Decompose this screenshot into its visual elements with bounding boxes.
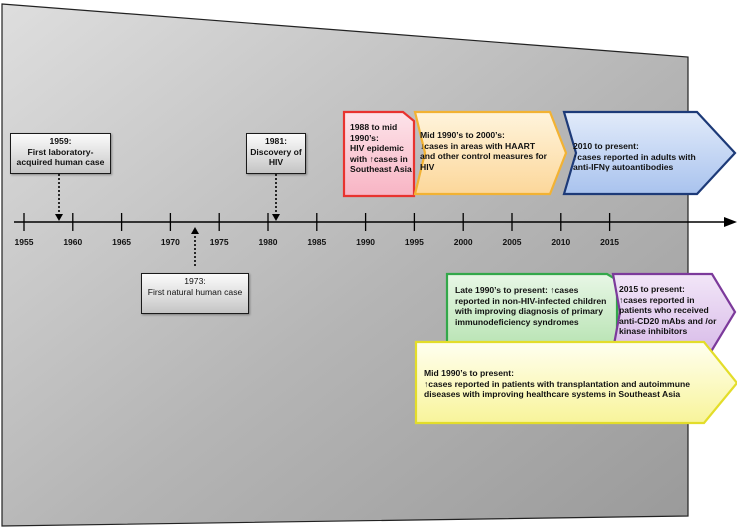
- marker-first-natural-case-text: First natural human case: [147, 286, 243, 297]
- marker-first-natural-case: 1973: First natural human case: [141, 273, 249, 314]
- tick-label: 1995: [404, 237, 424, 247]
- period-non-hiv-children: Late 1990’s to present: ↑cases reported …: [455, 285, 615, 327]
- period-anti-ifn: 2010 to present: ↑cases reported in adul…: [573, 141, 713, 173]
- period-hiv-epidemic-body: HIV epidemic with ↑cases in Southeast As…: [350, 143, 412, 175]
- period-transplant-body: ↑cases reported in patients with transpl…: [424, 378, 690, 400]
- period-hiv-epidemic: 1988 to mid 1990’s: HIV epidemic with ↑c…: [350, 122, 412, 175]
- period-transplant-heading: Mid 1990’s to present:: [424, 368, 514, 378]
- period-haart-heading: Mid 1990’s to 2000’s:: [420, 130, 505, 140]
- period-hiv-epidemic-shape: [342, 110, 416, 198]
- marker-discovery-hiv-text: Discovery of HIV: [250, 146, 302, 168]
- period-transplant-shape: [414, 340, 737, 425]
- tick-label: 1985: [307, 237, 327, 247]
- period-anti-ifn-body: ↑cases reported in adults with anti-IFNγ…: [573, 151, 696, 173]
- marker-first-lab-case-text: First laboratory-acquired human case: [16, 146, 105, 168]
- marker-first-natural-case-year: 1973:: [184, 276, 206, 286]
- tick-label: 2010: [551, 237, 571, 247]
- period-transplant: Mid 1990’s to present: ↑cases reported i…: [424, 368, 706, 400]
- axis-ticks: [23, 213, 611, 231]
- tick-label: 2015: [600, 237, 620, 247]
- tick-label: 2005: [502, 237, 522, 247]
- period-anti-cd20-body: ↑cases reported in patients who received…: [619, 294, 717, 337]
- period-hiv-epidemic-heading: 1988 to mid 1990’s:: [350, 122, 398, 143]
- period-haart-body: ↓cases in areas with HAART and other con…: [420, 140, 548, 172]
- background-panel: [1, 3, 689, 527]
- tick-label: 1955: [14, 237, 34, 247]
- tick-label: 1960: [63, 237, 83, 247]
- tick-label: 1990: [356, 237, 376, 247]
- tick-label: 1980: [258, 237, 278, 247]
- connector-1981-arrow: [272, 214, 280, 221]
- period-haart-shape: [413, 110, 568, 196]
- tick-label: 2000: [453, 237, 473, 247]
- tick-label: 1970: [160, 237, 180, 247]
- period-anti-cd20: 2015 to present: ↑cases reported in pati…: [619, 284, 717, 337]
- marker-discovery-hiv-year: 1981:: [265, 136, 287, 146]
- period-non-hiv-children-heading: Late 1990’s to present:: [455, 285, 548, 295]
- marker-first-lab-case: 1959: First laboratory-acquired human ca…: [10, 133, 111, 174]
- tick-label: 1975: [209, 237, 229, 247]
- period-anti-ifn-shape: [562, 110, 737, 196]
- marker-discovery-hiv: 1981: Discovery of HIV: [246, 133, 306, 174]
- tick-label: 1965: [112, 237, 132, 247]
- period-anti-ifn-heading: 2010 to present:: [573, 141, 639, 151]
- period-haart: Mid 1990’s to 2000’s: ↓cases in areas wi…: [420, 130, 552, 172]
- marker-first-lab-case-year: 1959:: [49, 136, 72, 146]
- period-non-hiv-children-body: ↑cases reported in non-HIV-infected chil…: [455, 285, 607, 327]
- connector-1973-arrow: [191, 227, 199, 234]
- axis-arrowhead: [724, 217, 737, 227]
- connector-1959-arrow: [55, 214, 63, 221]
- period-anti-cd20-shape: [611, 272, 737, 352]
- period-anti-cd20-heading: 2015 to present:: [619, 284, 685, 294]
